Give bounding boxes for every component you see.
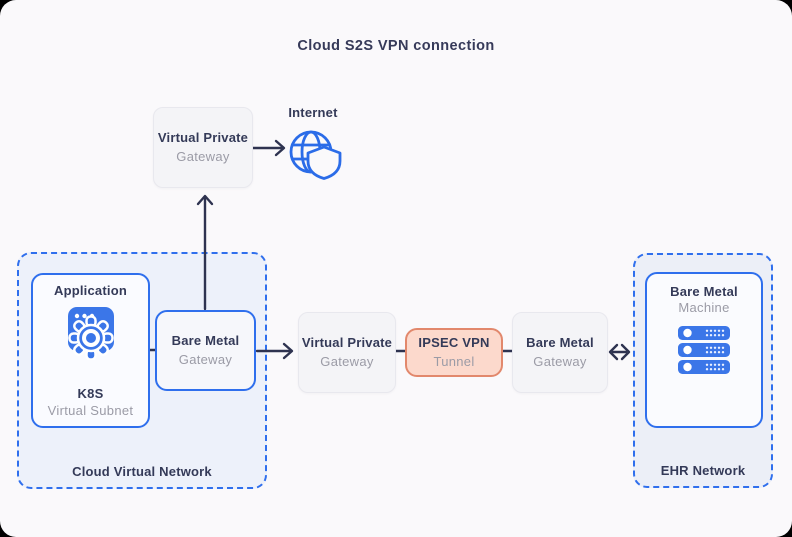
server-stack-icon [678, 326, 730, 374]
node-virtual-private-gateway-top: Virtual Private Gateway [153, 107, 253, 188]
node-sublabel: Gateway [176, 149, 230, 164]
node-sublabel: Gateway [533, 354, 587, 369]
double-arrow-gateway-ehr [608, 343, 631, 361]
diagram-title: Cloud S2S VPN connection [297, 38, 495, 54]
node-virtual-private-gateway-middle: Virtual Private Gateway [298, 312, 396, 393]
node-bare-metal-gateway-left: Bare Metal Gateway [155, 310, 256, 391]
node-sublabel: Gateway [320, 354, 374, 369]
arrow-vpg-to-internet [251, 139, 286, 157]
node-label: Bare Metal [670, 284, 738, 299]
node-ipsec-vpn-tunnel: IPSEC VPN Tunnel [405, 328, 503, 377]
cloud-network-caption: Cloud Virtual Network [72, 464, 212, 479]
app-window-gear-icon [67, 307, 114, 360]
node-label: Virtual Private [157, 130, 249, 145]
internet-label: Internet [288, 105, 338, 120]
node-label: IPSEC VPN [418, 335, 490, 350]
node-sublabel: Machine [678, 300, 730, 315]
ehr-network-caption: EHR Network [660, 463, 746, 478]
virtual-subnet-label: Virtual Subnet [47, 403, 134, 418]
application-label: Application [54, 283, 127, 298]
node-label: Virtual Private [301, 335, 393, 350]
k8s-label: K8S [77, 386, 104, 401]
node-sublabel: Tunnel [433, 354, 475, 369]
node-label: Bare Metal [171, 333, 240, 348]
node-sublabel: Gateway [178, 352, 233, 367]
node-bare-metal-machine: Bare Metal Machine [645, 272, 763, 428]
globe-shield-icon [289, 130, 342, 180]
node-label: Bare Metal [526, 335, 594, 350]
node-application-k8s-subnet: Application K8S Virtual Subnet [31, 273, 150, 428]
node-bare-metal-gateway-right: Bare Metal Gateway [512, 312, 608, 393]
